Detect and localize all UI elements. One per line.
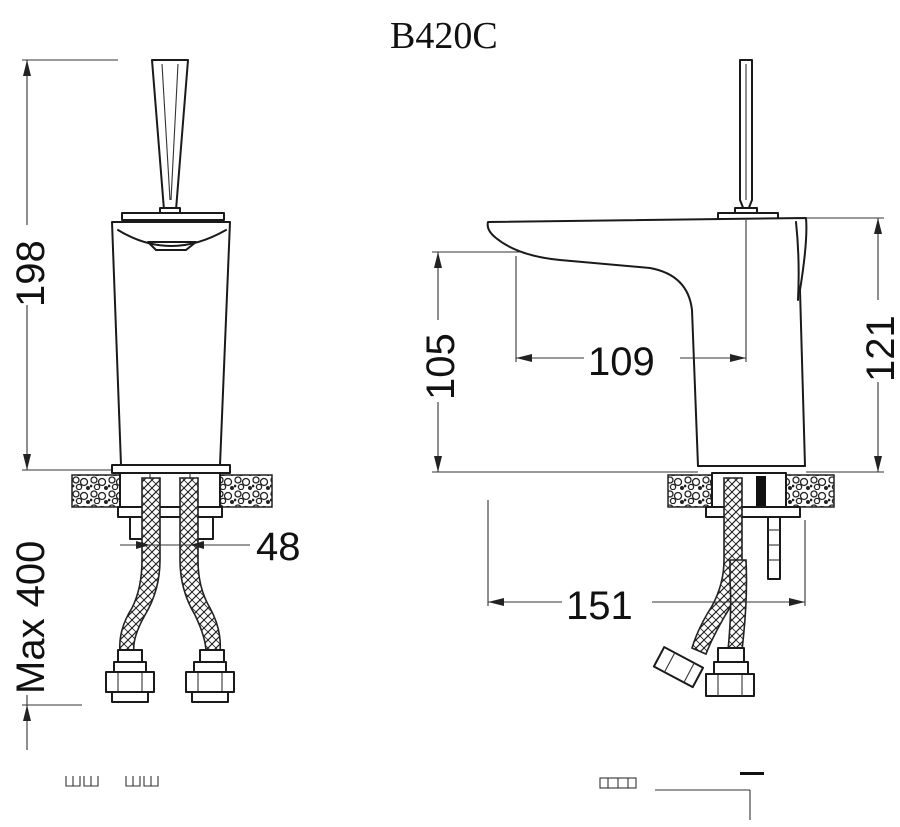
spout-height-label: 105 [419, 333, 463, 400]
reach-label: 109 [588, 340, 655, 384]
body-height-dimension: 121 [806, 217, 900, 473]
hose-length-dimension: Max 400 [6, 480, 82, 750]
body-height-label: 121 [859, 315, 900, 382]
depth-label: 151 [566, 584, 633, 628]
height-dimension: 198 [6, 59, 118, 471]
side-view: 105 109 121 [416, 59, 900, 820]
spout-height-dimension: 105 [416, 251, 698, 473]
front-view: 198 [6, 59, 301, 787]
side-hose-back [727, 559, 748, 651]
model-title: B420C [390, 15, 498, 57]
width-label: 48 [256, 525, 301, 569]
side-body [486, 217, 808, 467]
width-dimension: 48 [120, 525, 301, 569]
lever-handle [151, 59, 189, 211]
height-label: 198 [9, 240, 53, 307]
hose-length-label: Max 400 [9, 541, 53, 694]
faucet-body [111, 221, 231, 466]
depth-dimension: 151 [487, 500, 806, 628]
reach-dimension: 109 [515, 218, 747, 384]
